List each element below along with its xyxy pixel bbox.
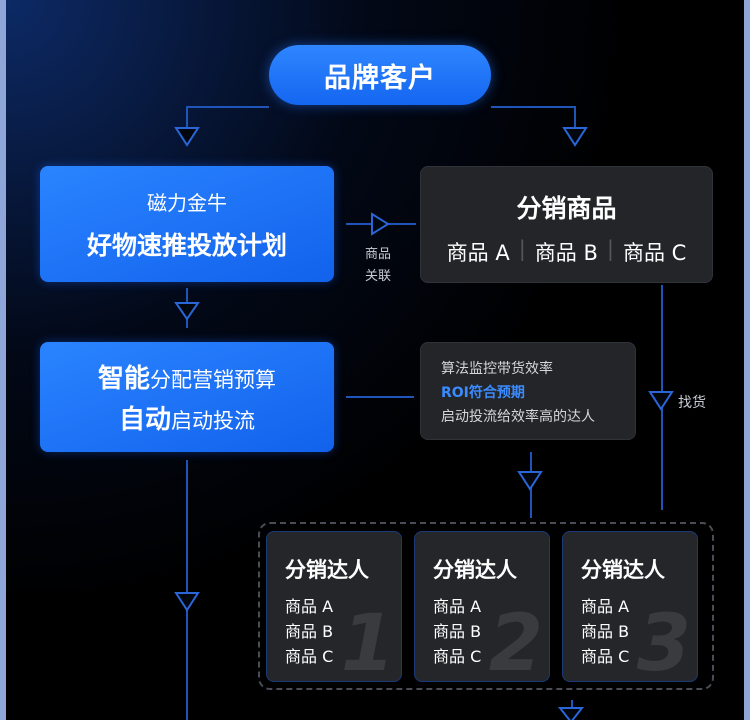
roi-line: ROI符合预期	[441, 385, 525, 401]
card-number: 3	[636, 599, 691, 682]
influencer-group	[258, 522, 714, 690]
budget-bold: 智能	[97, 364, 150, 394]
card-item: 商品 C	[581, 647, 630, 666]
arrow-down-icon	[557, 707, 585, 720]
monitor-line: 启动投流给效率高的达人	[441, 409, 595, 425]
connector	[186, 460, 188, 720]
budget-rest: 分配营销预算	[150, 368, 276, 392]
card-item: 商品 B	[285, 622, 334, 641]
plan-title: 好物速推投放计划	[86, 230, 287, 260]
product-link-label: 商品 关联	[358, 244, 398, 288]
card-item: 商品 C	[433, 647, 482, 666]
card-item: 商品 C	[285, 647, 334, 666]
auto-bold: 自动	[118, 405, 171, 435]
card-item: 商品 A	[581, 597, 630, 616]
influencer-card: 分销达人 商品 A 商品 B 商品 C 1	[266, 531, 402, 682]
distribution-products-node: 分销商品 商品 A | 商品 B | 商品 C	[420, 166, 713, 283]
arrow-down-icon	[174, 127, 200, 147]
product-item: 商品 A	[446, 241, 510, 265]
auto-rest: 启动投流	[171, 409, 255, 433]
card-item: 商品 B	[581, 622, 630, 641]
product-item: 商品 B	[534, 241, 598, 265]
product-item: 商品 C	[622, 241, 687, 265]
connector	[186, 106, 188, 134]
influencer-card: 分销达人 商品 A 商品 B 商品 C 3	[562, 531, 698, 682]
connector	[346, 396, 414, 398]
brand-client-node: 品牌客户	[269, 45, 491, 105]
monitor-node: 算法监控带货效率 ROI符合预期 启动投流给效率高的达人	[420, 342, 636, 440]
monitor-line: 算法监控带货效率	[441, 361, 553, 377]
distribution-products-title: 分销商品	[516, 194, 617, 223]
budget-node: 智能分配营销预算 自动启动投流	[40, 342, 334, 452]
card-item: 商品 A	[433, 597, 482, 616]
find-goods-label: 找货	[678, 395, 706, 411]
card-title: 分销达人	[285, 558, 369, 582]
arrow-down-icon	[174, 592, 200, 612]
card-title: 分销达人	[433, 558, 517, 582]
influencer-card: 分销达人 商品 A 商品 B 商品 C 2	[414, 531, 550, 682]
connector	[186, 106, 269, 108]
label-line: 商品	[364, 247, 391, 262]
card-number: 1	[340, 599, 395, 682]
connector	[574, 106, 576, 134]
arrow-right-icon	[371, 212, 390, 236]
arrow-down-icon	[562, 127, 588, 147]
plan-subtitle: 磁力金牛	[147, 190, 227, 215]
card-title: 分销达人	[581, 558, 665, 582]
arrow-down-icon	[648, 391, 674, 411]
card-item: 商品 B	[433, 622, 482, 641]
arrow-down-icon	[174, 302, 200, 321]
plan-node: 磁力金牛 好物速推投放计划	[40, 166, 334, 282]
arrow-down-icon	[517, 471, 543, 491]
arrow-icons	[174, 127, 674, 720]
card-number: 2	[488, 599, 543, 682]
label-line: 关联	[364, 269, 391, 284]
card-item: 商品 A	[285, 597, 334, 616]
connector	[491, 106, 575, 108]
